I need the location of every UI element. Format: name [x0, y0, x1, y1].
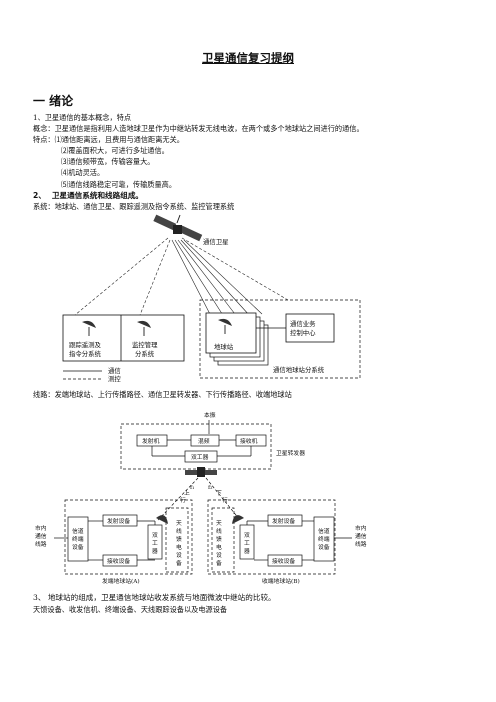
- ant-a-2: 线: [176, 527, 182, 535]
- dish-icon: [218, 318, 232, 334]
- dup-a-2: 工: [152, 540, 158, 547]
- ant-b-5: 设: [216, 551, 222, 559]
- station-b-label: 收端地球站(B): [262, 577, 300, 585]
- ant-b-4: 电: [216, 543, 222, 551]
- dish-icon: [137, 320, 151, 336]
- features-intro: 特点：⑴通信距离远，且费用与通信距离无关。: [33, 135, 184, 144]
- f2-label: f₂: [208, 485, 212, 491]
- item-3: 3、 地球站的组成，卫星通信地球站收发系统与地面微波中继站的比较。: [33, 593, 276, 602]
- monitor-label-2: 分系统: [135, 349, 155, 358]
- satellite-icon: [153, 214, 203, 242]
- dup-a-1: 双: [152, 532, 158, 539]
- rx-equipment-a: [102, 554, 138, 567]
- mixer-label: 混频: [198, 437, 210, 445]
- tx-equipment-a: [102, 514, 138, 527]
- satellite-label: 通信卫星: [203, 237, 229, 246]
- item-2: 2、卫星通信系统和线路组成。: [33, 191, 143, 200]
- rx-equipment-a-label: 接收设备: [107, 557, 130, 565]
- transmitter-label: 发射机: [142, 437, 160, 445]
- ttc-monitor-box: [62, 314, 185, 362]
- transponder-box: [120, 423, 272, 470]
- terminal-box-a: [67, 516, 89, 562]
- ant-a-5: 设: [176, 551, 182, 559]
- duplexer-box: [184, 450, 218, 463]
- legend-comm: 通信: [108, 366, 121, 375]
- dup-b-1: 双: [244, 532, 250, 539]
- ant-a-4: 电: [176, 543, 182, 551]
- feature-item: ⑶通信频带宽，传输容量大。: [61, 157, 155, 166]
- terminal-a-1: 信道: [72, 527, 84, 535]
- ant-a-6: 备: [176, 559, 182, 567]
- earth-subsystem-box: [199, 299, 361, 379]
- tx-equipment-a-label: 发射设备: [107, 517, 130, 525]
- city-line-left-3: 线路: [35, 540, 47, 548]
- local-osc-label: 本振: [204, 411, 216, 419]
- ant-b-1: 天: [216, 520, 222, 527]
- receiver-label: 接收机: [240, 437, 258, 445]
- station-a-label: 发端地球站(A): [102, 577, 140, 585]
- duplexer-label: 双工器: [191, 454, 209, 461]
- tx-equipment-b: [267, 514, 303, 527]
- city-line-left-2: 通信: [35, 532, 47, 540]
- section-heading: 一 绪论: [33, 94, 74, 108]
- tx-equipment-b-label: 发射设备: [272, 517, 295, 525]
- item-3-line: 天馈设备、收发信机、终端设备、天线跟踪设备以及电源设备: [33, 605, 228, 614]
- terminal-box-b: [313, 516, 335, 562]
- uplink-label-1: 上: [184, 489, 190, 497]
- ant-a-1: 天: [176, 520, 182, 527]
- f1-label: f₁: [190, 485, 194, 491]
- item-1: 1、卫星通信的基本概念，特点: [33, 113, 132, 122]
- terminal-b-1: 信道: [318, 527, 330, 535]
- control-center-label-1: 通信业务: [290, 319, 316, 328]
- control-center-label-2: 控制中心: [290, 328, 316, 337]
- earth-station-box: [205, 312, 257, 354]
- ant-b-3: 馈: [216, 535, 222, 543]
- rx-equipment-b: [267, 554, 303, 567]
- ttc-label-2: 指令分系统: [69, 349, 102, 358]
- antenna-icon: [156, 515, 168, 524]
- city-line-right-1: 市内: [355, 524, 367, 532]
- dish-icon: [82, 320, 96, 336]
- city-line-left-1: 市内: [35, 524, 47, 532]
- link-line: 线路：发端地球站、上行传播路径、通信卫星转发器、下行传播路径、收端地球站: [33, 390, 292, 399]
- terminal-b-3: 设备: [318, 543, 330, 551]
- mixer-box: [190, 434, 220, 447]
- dup-b-3: 器: [244, 548, 250, 555]
- feature-item: ⑵覆盖面积大，可进行多址通信。: [61, 146, 169, 155]
- terminal-b-2: 终端: [318, 535, 330, 543]
- monitor-label-1: 监控管理: [132, 340, 158, 349]
- city-line-right-3: 线路: [355, 540, 367, 548]
- item-2-text: 卫星通信系统和线路组成。: [51, 191, 144, 200]
- legend-telemetry: 测控: [108, 374, 121, 383]
- ttc-label-1: 跟踪遥测及: [69, 340, 102, 349]
- concept-text: 概念：卫星通信是指利用人造地球卫星作为中继站转发无线电波，在两个或多个地球站之间…: [33, 124, 364, 133]
- terminal-a-2: 终端: [72, 535, 84, 543]
- rx-equipment-b-label: 接收设备: [272, 557, 295, 565]
- terminal-a-3: 设备: [72, 543, 84, 551]
- earth-subsystem-label: 通信地球站分系统: [273, 365, 325, 374]
- station-a-box: [64, 499, 193, 575]
- system-line: 系统：地球站、通信卫星、跟踪遥测及指令系统、监控管理系统: [33, 202, 235, 211]
- document-title: 卫星通信复习提纲: [202, 51, 294, 65]
- antenna-icon: [232, 515, 244, 524]
- ant-a-3: 馈: [176, 535, 182, 543]
- city-line-right-2: 通信: [355, 532, 367, 540]
- feature-item: ⑸通信线路稳定可靠，传输质量高。: [61, 180, 177, 189]
- dup-a-3: 器: [152, 548, 158, 555]
- dup-b-2: 工: [244, 540, 250, 547]
- earth-station-label: 地球站: [214, 342, 234, 351]
- ant-b-6: 备: [216, 559, 222, 567]
- satellite-icon: [185, 467, 217, 477]
- item-2-number: 2、: [33, 191, 46, 200]
- downlink-label-1: 下: [216, 490, 222, 497]
- station-b-box: [207, 499, 336, 575]
- transponder-label: 卫星转发器: [276, 449, 305, 457]
- feature-item: ⑷机动灵活。: [61, 168, 105, 177]
- ant-b-2: 线: [216, 527, 222, 535]
